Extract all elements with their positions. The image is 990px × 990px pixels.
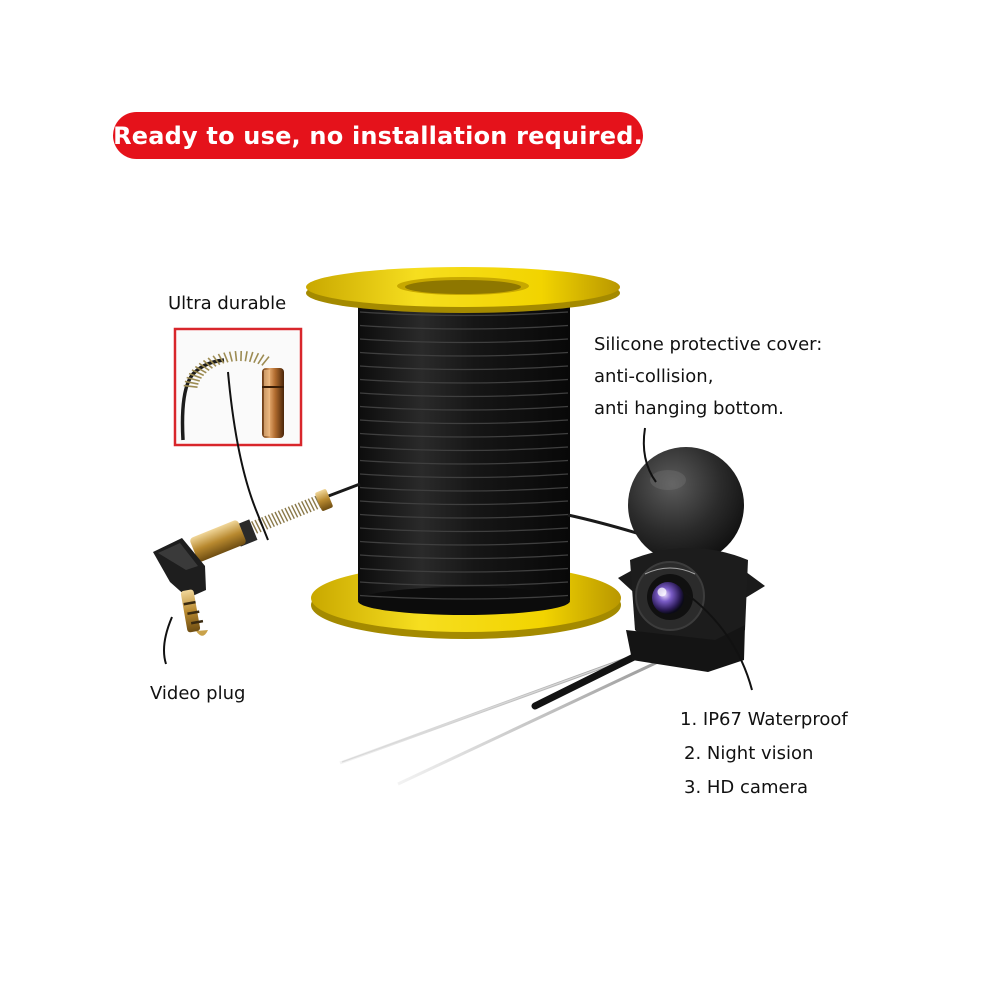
cover-label-line3: anti hanging bottom. (594, 398, 784, 419)
features-callout (683, 591, 753, 691)
cover-label-line2: anti-collision, (594, 366, 714, 387)
callout-lines (163, 371, 753, 691)
feature-hd-camera: 3. HD camera (684, 777, 808, 798)
cable-spool (306, 267, 621, 639)
underwater-camera-icon (339, 447, 765, 786)
cover-callout (642, 427, 657, 483)
ultra-durable-inset (173, 327, 303, 447)
ultra-durable-label: Ultra durable (168, 293, 287, 314)
video-plug-callout (163, 616, 173, 665)
video-plug-label: Video plug (150, 683, 246, 704)
ultra-durable-callout (227, 371, 269, 541)
camera-cable (567, 513, 641, 536)
feature-ip67: 1. IP67 Waterproof (680, 709, 848, 730)
ready-to-use-banner: Ready to use, no installation required. (113, 112, 643, 159)
feature-night-vision: 2. Night vision (684, 743, 814, 764)
cover-label-line1: Silicone protective cover: (594, 334, 823, 355)
audio-jack-plug-icon (153, 489, 333, 636)
